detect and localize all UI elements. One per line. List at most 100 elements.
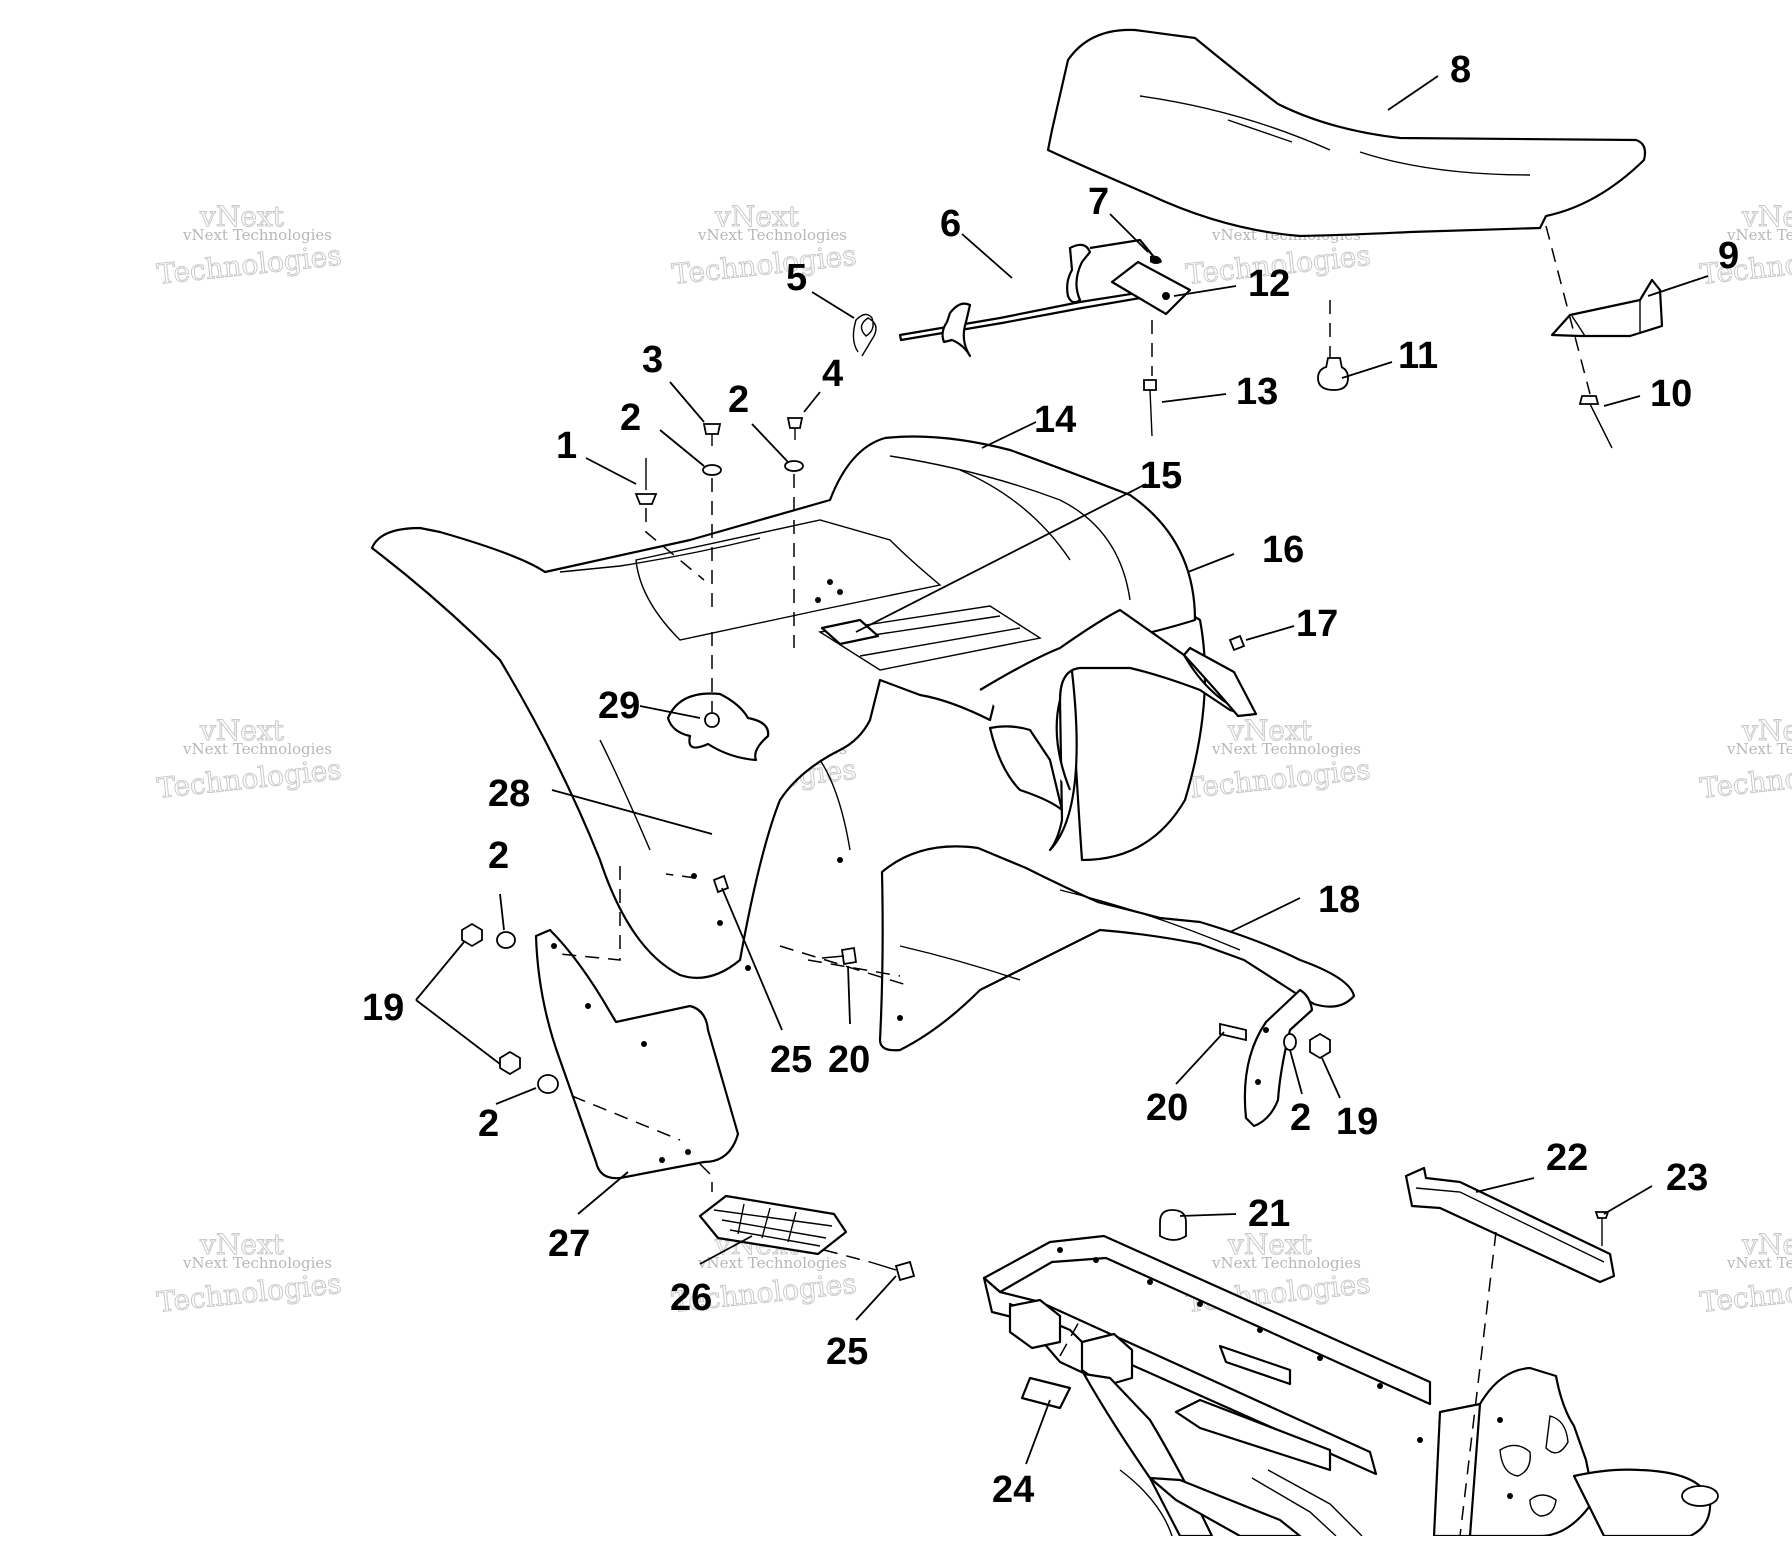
watermark-text: vNext [199,1228,285,1261]
callout-2: 2 [478,1103,499,1145]
watermark-text: vNext [1227,1228,1313,1261]
watermark-text: vNext [1227,714,1313,747]
plug [1159,1209,1187,1241]
callout-4: 4 [822,353,843,395]
mud-flap-hole [551,943,557,949]
leader-12 [1173,285,1237,297]
spring-coil [852,313,877,357]
callout-2: 2 [620,397,641,439]
part-fender-side [878,845,1356,1052]
watermark-text: Technologies [1698,753,1792,805]
frame-rear-arm [1572,1468,1712,1538]
leader-10 [1603,395,1641,407]
leader-25a [721,887,783,1031]
bracket-hole [1263,1027,1269,1033]
nut-19a [461,922,483,948]
leader-4 [803,391,821,413]
frame-block [1080,1332,1134,1388]
watermark-text: Technologies [1184,753,1372,805]
bolt-25a-head [712,874,730,894]
step-tread [737,1203,797,1243]
part-mud-flap [534,928,740,1180]
seat-outline [1046,28,1647,238]
callout-22: 22 [1546,1137,1588,1179]
nut-19b [499,1050,521,1076]
bracket-strip-edge [1415,1187,1605,1263]
frame-detail [1499,1444,1531,1477]
fender-deck-edge [559,537,761,573]
watermark-top-edge: vNext vNext Technologies Technologies [1698,200,1792,292]
frame-hole [1507,1493,1513,1499]
leader-25b [855,1275,897,1321]
watermark-mid-right: vNext vNext Technologies Technologies [1184,714,1373,806]
washer-2c [496,931,516,949]
nut-19c [1309,1032,1331,1060]
decal [820,618,880,646]
callout-19: 19 [362,987,404,1029]
frame-bushing [1681,1485,1719,1507]
leader-26 [699,1235,753,1265]
frame-hole [1197,1301,1203,1307]
leader-3 [669,381,705,423]
callout-1: 1 [556,425,577,467]
callout-10: 10 [1650,373,1692,415]
leader-13 [1161,393,1227,403]
plate-29-hole [704,712,720,728]
part-screw-10 [1578,395,1613,449]
frame-detail [1545,1415,1569,1454]
frame-hole [1497,1417,1503,1423]
leader-2d [495,1087,537,1105]
callout-27: 27 [548,1223,590,1265]
fender-inner-edge [599,739,651,851]
clip [1228,634,1246,652]
callout-7: 7 [1088,181,1109,223]
frame-top-rail [982,1234,1432,1406]
leader-21 [1179,1213,1237,1217]
leader-27 [577,1171,629,1215]
mud-flap-hole [585,1003,591,1009]
leader-19a-lower [415,999,501,1065]
seat-contour [1359,151,1531,176]
watermark-text: vNext Technologies [182,226,332,244]
frame-skid [1119,1469,1173,1537]
watermark-text: vNext Technologies [182,1254,332,1272]
assembly-line [807,959,901,977]
callout-12: 12 [1248,263,1290,305]
assembly-line [699,1163,713,1192]
leader-2a [659,429,705,467]
bolt-25b-shank [869,1261,897,1271]
frame-block [1008,1298,1062,1350]
frame-skid [1267,1469,1363,1537]
part-plate-29 [666,692,770,762]
callout-19: 19 [1336,1101,1378,1143]
mud-flap-outline [534,928,740,1180]
leader-29 [639,705,701,719]
callout-2: 2 [728,379,749,421]
watermark-bottom-left: vNext vNext Technologies Technologies [155,1228,344,1320]
watermark-text: vNext [1741,200,1792,233]
fender-contour [959,469,1071,561]
seat-contour [1139,95,1331,151]
frame-hole [1257,1327,1263,1333]
washer-2e [1283,1033,1297,1051]
callout-2: 2 [1290,1097,1311,1139]
leader-19a-upper [415,941,465,1001]
frame-cross-bar [1174,1398,1332,1472]
screw-3-head [702,423,722,435]
fender-side-hole [897,1015,903,1021]
callout-5: 5 [786,257,807,299]
fender-hole [837,589,843,595]
leader-23 [1603,1185,1653,1215]
leader-28 [551,789,713,835]
grommet-top [1325,357,1343,369]
part-latch-rod [898,238,1162,358]
fender-main-body [370,435,1197,979]
part-seat [1046,28,1647,238]
callout-21: 21 [1248,1193,1290,1235]
part-clip-17 [1228,634,1246,652]
part-plug-21 [1159,1209,1187,1241]
frame-hole [1093,1257,1099,1263]
part-mount-bracket [1243,988,1314,1128]
fender-right-tab [1182,646,1258,718]
